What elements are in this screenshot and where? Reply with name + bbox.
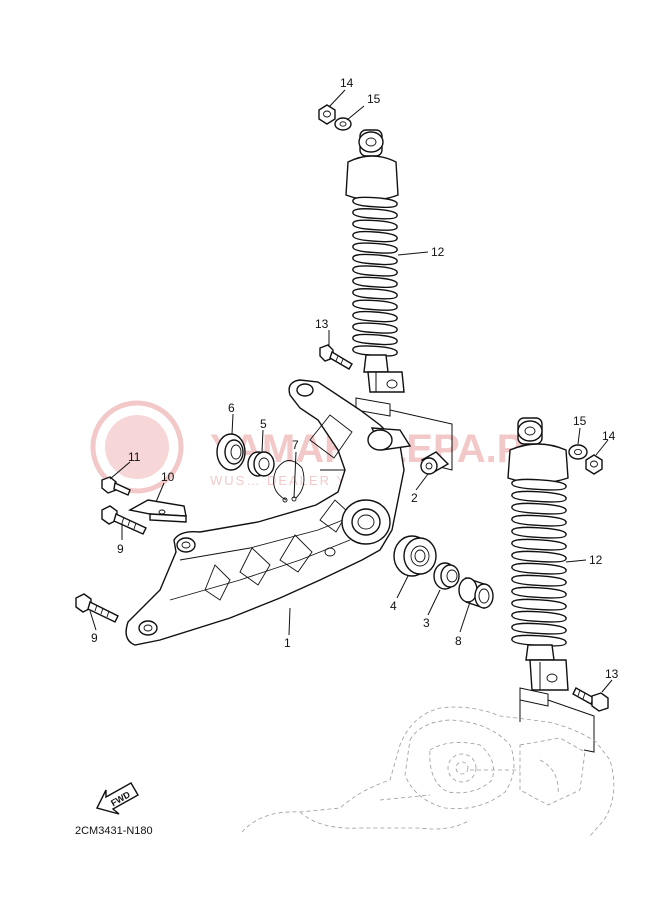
callout-3: 3: [423, 616, 430, 630]
spring-coil: [511, 562, 567, 575]
spring-coil: [511, 610, 567, 623]
nut-right[interactable]: [585, 454, 603, 475]
spring-coil: [511, 502, 567, 515]
bearing-5[interactable]: [247, 451, 275, 477]
callout-14-right: 14: [602, 429, 616, 443]
callout-13-lower: 13: [605, 667, 619, 681]
bolt-upper-13[interactable]: [319, 344, 353, 370]
washer-upper-left[interactable]: [334, 117, 352, 131]
nut-upper-left[interactable]: [318, 104, 336, 125]
diagram-code: 2CM3431-N180: [75, 825, 153, 837]
spring-coil: [352, 253, 398, 266]
spring-coil: [511, 514, 567, 527]
bolt-11[interactable]: [101, 476, 131, 496]
spring-coil: [352, 242, 398, 254]
bolt-lower-13[interactable]: [572, 687, 609, 712]
callout-13-upper: 13: [315, 317, 329, 331]
callout-4: 4: [390, 599, 397, 613]
collar[interactable]: [420, 451, 450, 475]
spring-coil: [511, 478, 567, 491]
spring-coil: [352, 196, 398, 209]
spring-coil: [511, 574, 567, 587]
washer-right[interactable]: [568, 444, 588, 460]
callout-15-upper: 15: [367, 92, 381, 106]
spring-coil: [352, 299, 398, 311]
callout-numbers: 14 15 12 13 6 5 7 11 10 9 9 2 4 3 8 1 15…: [91, 76, 619, 681]
callout-8: 8: [455, 634, 462, 648]
callout-15-right: 15: [573, 414, 587, 428]
callout-5: 5: [260, 417, 267, 431]
spring-coil: [511, 550, 567, 563]
spring-coil: [352, 276, 398, 289]
callout-1: 1: [284, 636, 291, 650]
callout-10: 10: [161, 470, 175, 484]
spring-coil: [511, 622, 567, 635]
callout-9-upper: 9: [117, 542, 124, 556]
callout-12-upper: 12: [431, 245, 445, 259]
spring-coil: [511, 526, 567, 539]
spring-coil: [352, 219, 398, 231]
spring-coil: [352, 322, 398, 334]
engine-case-outline: [241, 706, 615, 837]
rear-shock-absorber-left[interactable]: [345, 129, 405, 393]
fwd-arrow-icon: FWD: [95, 782, 139, 815]
spring-coil: [352, 333, 398, 346]
oil-seal[interactable]: [216, 433, 246, 471]
spring-coil: [511, 490, 567, 503]
spring-coil: [511, 538, 567, 551]
bolt-9-upper[interactable]: [101, 505, 147, 535]
leader-lines: [89, 89, 613, 693]
callout-12-right: 12: [589, 553, 603, 567]
bolt-9-lower[interactable]: [75, 593, 119, 623]
spring-coil: [352, 345, 398, 357]
spring-coil: [511, 586, 567, 599]
callout-9-lower: 9: [91, 631, 98, 645]
rear-shock-absorber-right[interactable]: [507, 417, 569, 691]
spring-coil: [352, 230, 398, 243]
spring-coil: [352, 208, 398, 220]
spring-coil: [511, 598, 567, 611]
collar-8[interactable]: [458, 577, 494, 609]
bracket-10[interactable]: [127, 499, 187, 523]
callout-7: 7: [292, 438, 299, 452]
callout-2: 2: [411, 491, 418, 505]
spring-coil: [352, 288, 398, 300]
oil-seal-3[interactable]: [433, 562, 460, 590]
callout-11: 11: [128, 450, 141, 464]
callout-14-upper: 14: [340, 76, 354, 90]
bearing-4[interactable]: [393, 535, 437, 577]
callout-6: 6: [228, 401, 235, 415]
spring-coil: [511, 634, 567, 647]
mount-box-lower: [519, 687, 595, 753]
rear-arm[interactable]: [125, 379, 412, 646]
spring-coil: [352, 265, 398, 277]
spring-coil: [352, 310, 398, 323]
